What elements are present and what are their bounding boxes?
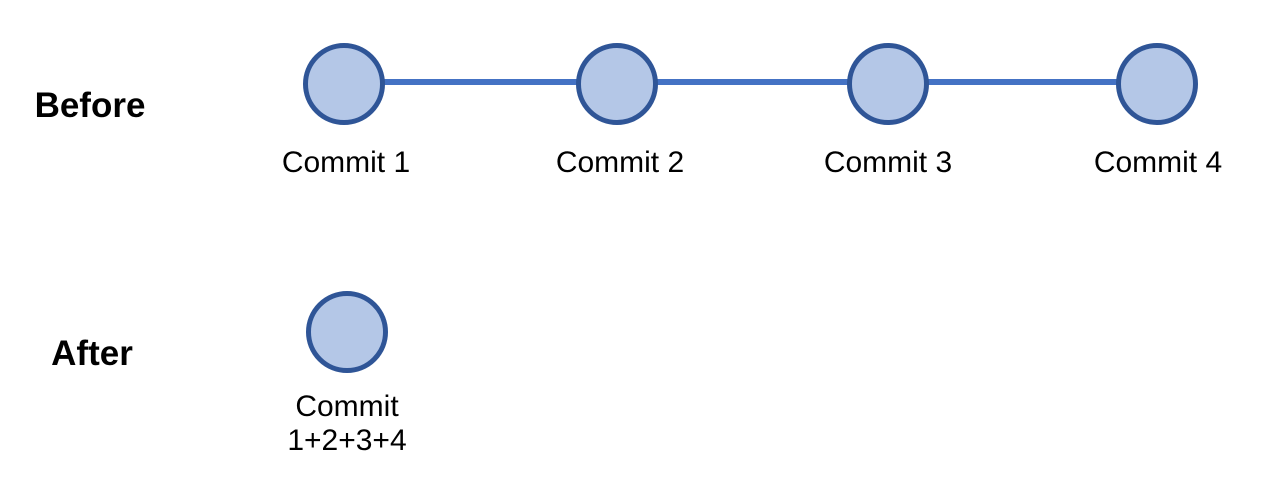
commit-node-2 xyxy=(576,43,658,125)
squashed-commit-node xyxy=(306,291,388,373)
after-row-label: After xyxy=(51,334,133,373)
squashed-commit-label-line1: Commit xyxy=(295,390,399,423)
commit-label-1: Commit 1 xyxy=(281,146,411,179)
commit-label-3: Commit 3 xyxy=(823,146,953,179)
squashed-commit-label: Commit 1+2+3+4 xyxy=(227,390,467,458)
commit-node-4 xyxy=(1116,43,1198,125)
before-row-label: Before xyxy=(34,86,146,125)
commit-label-4: Commit 4 xyxy=(1093,146,1223,179)
commit-label-2: Commit 2 xyxy=(555,146,685,179)
commit-node-1 xyxy=(303,43,385,125)
commit-node-3 xyxy=(847,43,929,125)
commit-connector-line xyxy=(344,79,1157,85)
squashed-commit-label-line2: 1+2+3+4 xyxy=(287,424,407,457)
